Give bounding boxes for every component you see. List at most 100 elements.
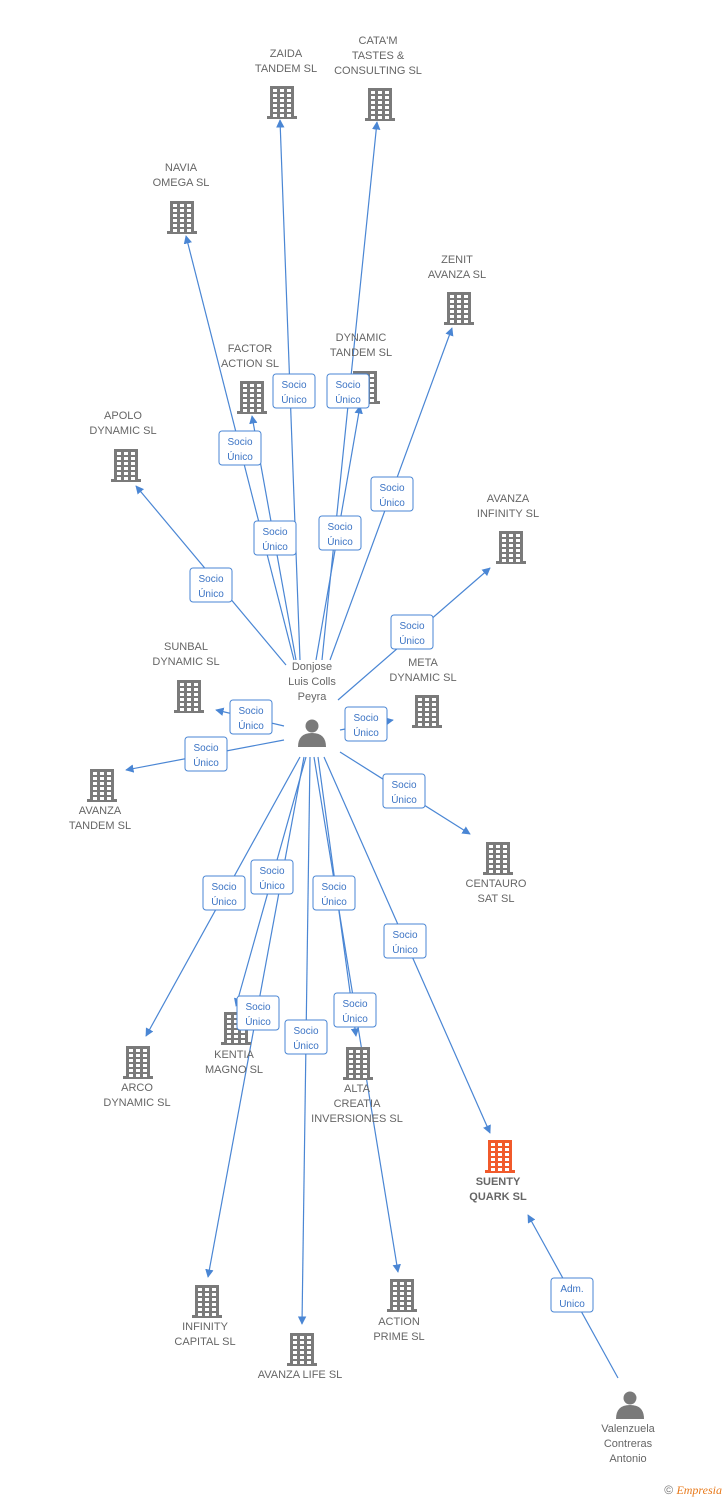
- relation-label-text: Socio: [198, 574, 223, 585]
- relation-label-text: Único: [193, 756, 219, 769]
- building-icon[interactable]: [412, 695, 442, 728]
- building-icon[interactable]: [167, 201, 197, 234]
- relation-label-text: Único: [262, 540, 288, 553]
- building-icon[interactable]: [444, 292, 474, 325]
- company-label-line: ACTION: [378, 1316, 420, 1328]
- building-icon[interactable]: [483, 842, 513, 875]
- company-label-line: ARCO: [121, 1082, 153, 1094]
- building-icon[interactable]: [267, 86, 297, 119]
- relation-label-text: Socio: [335, 380, 360, 391]
- company-label-line: INFINITY: [182, 1321, 228, 1333]
- relation-label-text: Socio: [392, 930, 417, 941]
- company-label: AVANZA LIFE SL: [258, 1369, 343, 1381]
- company-label-line: DYNAMIC SL: [389, 672, 456, 684]
- relation-label-text: Único: [391, 793, 417, 806]
- relation-label-text: Socio: [245, 1002, 270, 1013]
- company-label: AVANZA INFINITY SL: [477, 493, 539, 520]
- company-label-line: QUARK SL: [469, 1191, 527, 1203]
- company-label-line: CAPITAL SL: [174, 1336, 235, 1348]
- company-label-line: ACTION SL: [221, 358, 279, 370]
- company-node-avinf[interactable]: AVANZA INFINITY SL: [477, 493, 539, 564]
- building-icon[interactable]: [174, 680, 204, 713]
- credit: © Empresia: [664, 1483, 722, 1498]
- company-label-line: TASTES &: [352, 50, 405, 62]
- relation-label-text: Único: [399, 634, 425, 647]
- building-icon[interactable]: [365, 88, 395, 121]
- building-icon[interactable]: [387, 1279, 417, 1312]
- building-icon[interactable]: [111, 449, 141, 482]
- person-icon[interactable]: [616, 1391, 644, 1420]
- company-label-line: INFINITY SL: [477, 508, 539, 520]
- relation-label-text: Socio: [391, 780, 416, 791]
- building-icon[interactable]: [485, 1140, 515, 1173]
- relation-labels-layer: SocioÚnicoSocioÚnicoSocioÚnicoSocioÚnico…: [184, 373, 594, 1313]
- building-icon[interactable]: [287, 1333, 317, 1366]
- building-icon[interactable]: [343, 1047, 373, 1080]
- relation-label[interactable]: Adm.Unico: [550, 1277, 594, 1313]
- company-label-line: AVANZA: [487, 493, 530, 505]
- building-icon[interactable]: [123, 1046, 153, 1079]
- company-node-avlife[interactable]: AVANZA LIFE SL: [258, 1333, 343, 1381]
- person-icon[interactable]: [298, 719, 326, 748]
- company-label-line: TANDEM SL: [255, 63, 317, 75]
- company-label-line: NAVIA: [165, 162, 198, 174]
- relation-label-text: Socio: [259, 866, 284, 877]
- relation-label-text: Único: [342, 1012, 368, 1025]
- building-icon[interactable]: [192, 1285, 222, 1318]
- relation-label-text: Único: [321, 895, 347, 908]
- building-icon[interactable]: [496, 531, 526, 564]
- building-icon[interactable]: [87, 769, 117, 802]
- person-label-line: Donjose: [292, 661, 332, 673]
- company-node-infcap[interactable]: INFINITY CAPITAL SL: [174, 1285, 236, 1348]
- relation-label-text: Único: [238, 719, 264, 732]
- company-label-line: TANDEM SL: [69, 820, 131, 832]
- relation-label-text: Único: [227, 450, 253, 463]
- building-icon[interactable]: [237, 381, 267, 414]
- relation-label-text: Socio: [262, 527, 287, 538]
- brand-logo-text[interactable]: Empresia: [676, 1483, 722, 1497]
